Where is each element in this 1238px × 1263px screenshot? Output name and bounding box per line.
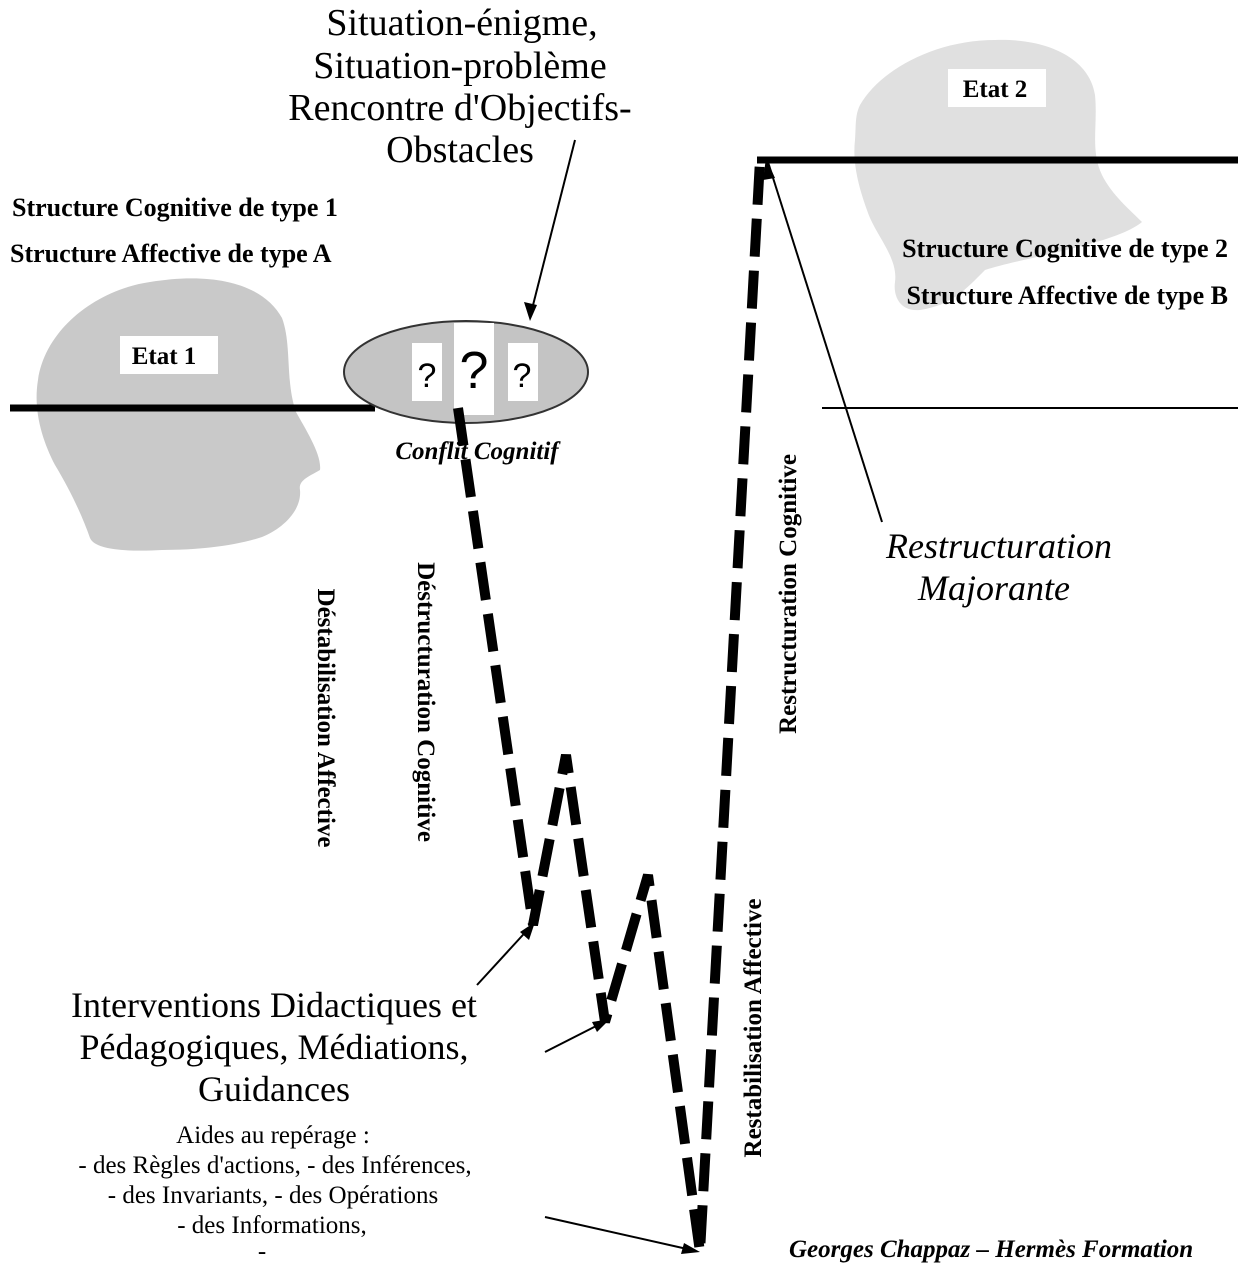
aides-line-4: - des Informations, [177,1212,367,1239]
restructuration-majorante-line-1: Restructuration [885,526,1112,566]
aides-line-5: - [258,1238,266,1263]
question-mark-center: ? [460,342,489,400]
label-destructuration-cognitive: Déstructuration Cognitive [412,562,439,842]
aides-line-2: - des Règles d'actions, - des Inférences… [78,1152,471,1179]
heading-line-2: Situation-problème [313,45,606,87]
structure-cognitive-1: Structure Cognitive de type 1 [12,193,338,222]
arrow-restructuration-majorante [767,161,883,523]
restructuration-majorante-line-2: Majorante [917,568,1070,608]
arrowhead-intervention-2 [592,1019,610,1032]
interventions-line-3: Guidances [198,1069,350,1109]
structure-affective-b: Structure Affective de type B [906,281,1228,310]
conflict-label: Conflit Cognitif [395,438,561,465]
label-restabilisation-affective: Restabilisation Affective [740,899,767,1158]
label-destabilisation-affective: Déstabilisation Affective [312,589,339,848]
arrowhead-conflict [524,302,537,321]
label-restructuration-cognitive: Restructuration Cognitive [775,454,802,734]
question-box-left [412,343,442,401]
heading-line-3: Rencontre d'Objectifs- [288,87,631,129]
credit-text: Georges Chappaz – Hermès Formation [789,1236,1193,1263]
etat2-label: Etat 2 [963,76,1028,103]
interventions-line-1: Interventions Didactiques et [71,985,477,1025]
arrowhead-aides [681,1243,700,1254]
etat1-label-bg [120,336,218,374]
aides-line-3: - des Invariants, - des Opérations [108,1182,438,1209]
structure-cognitive-2: Structure Cognitive de type 2 [902,234,1228,263]
arrowhead-restructuration [763,158,775,180]
question-box-right [508,343,538,401]
structure-affective-a: Structure Affective de type A [10,239,332,268]
question-mark-left: ? [418,357,437,395]
etat2-label-bg [948,69,1046,107]
arrow-heading-to-conflict [529,139,576,318]
heading-line-4: Obstacles [386,129,534,171]
head-silhouette-state1 [36,278,321,551]
head-silhouette-state2 [854,39,1142,311]
interventions-line-2: Pédagogiques, Médiations, [80,1027,469,1067]
arrow-intervention-1 [476,924,533,986]
aides-line-1: Aides au repérage : [176,1122,370,1149]
heading-line-1: Situation-énigme, [326,2,597,44]
question-mark-right: ? [513,357,532,395]
question-box-center [454,323,494,415]
arrow-aides [544,1216,697,1252]
arrowhead-intervention-1 [520,922,535,940]
etat1-label: Etat 1 [132,343,197,370]
